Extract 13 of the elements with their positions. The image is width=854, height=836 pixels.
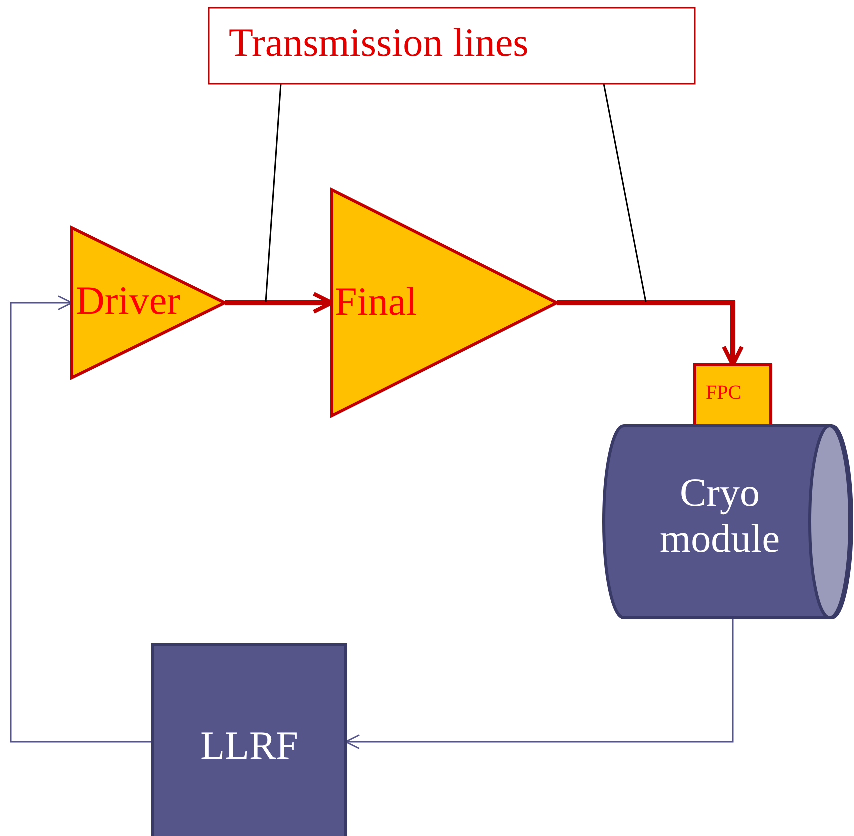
- arrow: [10, 296, 153, 743]
- leader-line: [603, 84, 647, 302]
- leader-line: [265, 84, 282, 302]
- amplifier-triangle: [332, 190, 557, 416]
- label-box: [209, 8, 695, 84]
- node-label: LLRF: [200, 723, 300, 769]
- node-label: Driver: [76, 278, 180, 324]
- control-box: [153, 645, 346, 836]
- node-label: FPC: [706, 382, 742, 405]
- coupler-box: [695, 365, 771, 427]
- node-label: Transmission lines: [229, 20, 529, 66]
- node-label: Final: [335, 279, 418, 325]
- amplifier-triangle: [72, 228, 225, 378]
